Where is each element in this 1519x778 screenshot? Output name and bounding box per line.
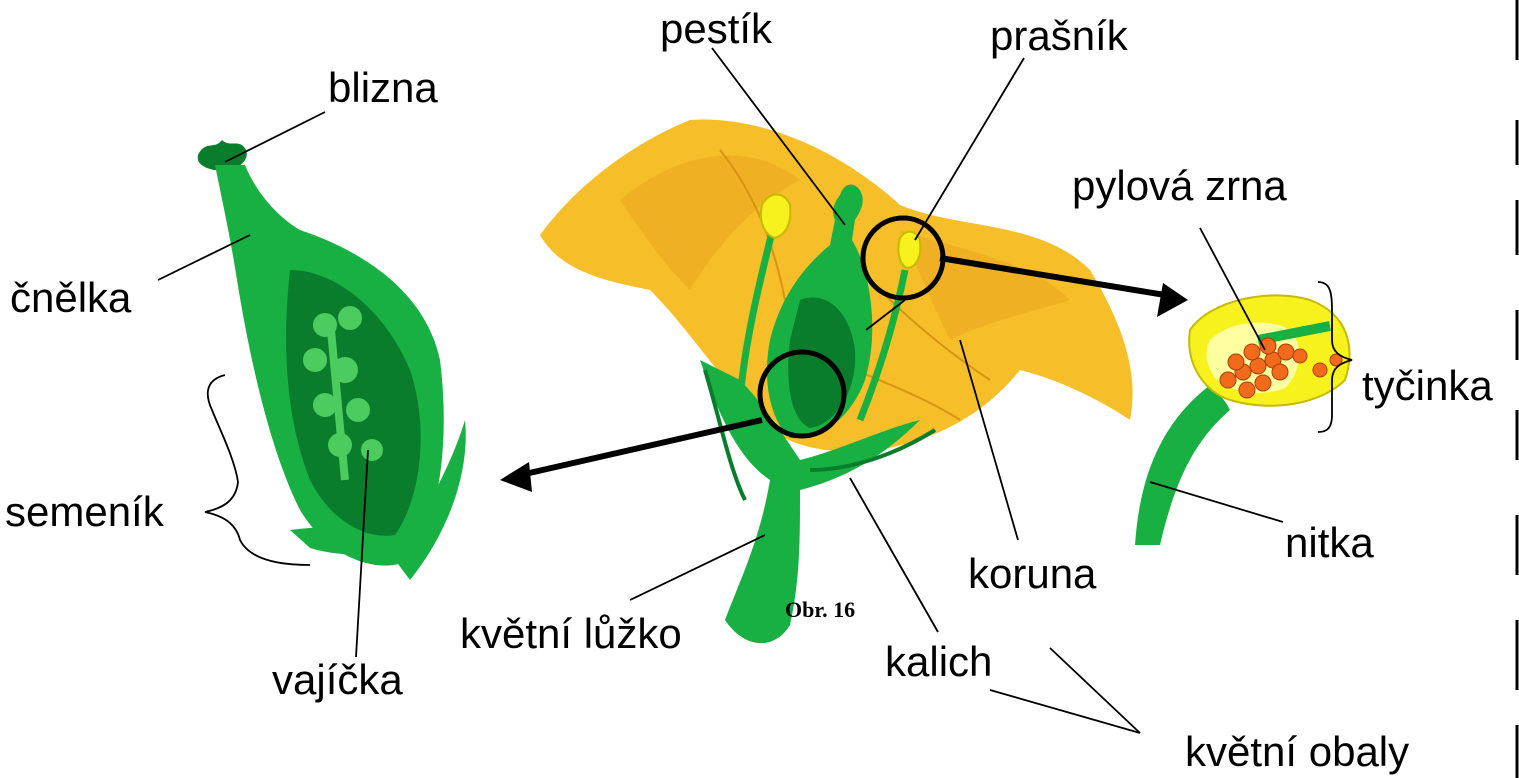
label-blizna: blizna (328, 64, 438, 111)
label-cnelka: čnělka (10, 274, 132, 321)
label-kalich: kalich (885, 638, 992, 685)
label-vajicka: vajíčka (272, 656, 403, 703)
pistil-detail (198, 140, 466, 580)
label-koruna: koruna (968, 550, 1097, 597)
label-nitka: nitka (1285, 519, 1374, 566)
label-tycinka: tyčinka (1362, 362, 1493, 409)
label-semenik: semeník (5, 488, 165, 535)
label-kvetni-obaly: květní obaly (1185, 728, 1409, 775)
label-pestik: pestík (660, 5, 773, 52)
label-prasnik: prašník (990, 12, 1129, 59)
label-pylova-zrna: pylová zrna (1072, 162, 1287, 209)
figure-caption: Obr. 16 (785, 597, 855, 622)
label-kvetni-luzko: květní lůžko (460, 610, 682, 657)
stamen-detail (1135, 295, 1349, 545)
